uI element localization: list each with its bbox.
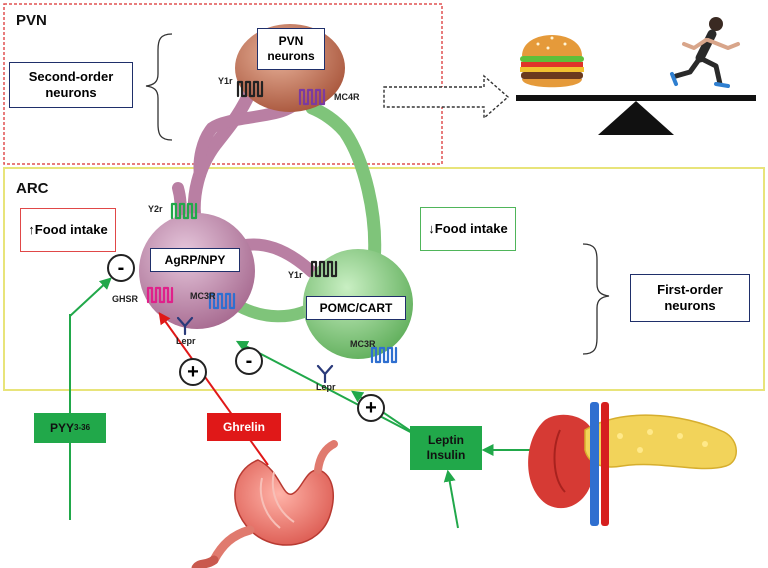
y2r-receptor [170,202,198,220]
first-order-label: First-order neurons [630,274,750,322]
y1r-pomc-receptor [310,260,338,278]
ghsr-label: GHSR [112,294,139,304]
pyy-label: PYY [49,420,74,435]
pyy-subscript: 3-36 [74,423,91,432]
y1r-pvn-receptor [236,80,264,98]
pancreas-icon [528,402,737,526]
lepr-agrp-receptor [176,316,194,336]
pvn-region [3,3,443,165]
plus-sign-pomc: + [357,394,385,422]
ghsr-receptor [146,286,174,304]
output-arrow [383,74,510,120]
second-order-label: Second-order neurons [9,62,133,108]
arc-region-label: ARC [16,180,49,197]
mc3r-pomc-receptor [370,346,398,364]
mc3r-pomc-label: MC3R [350,339,376,349]
pvn-region-label: PVN [16,12,47,29]
pvn-neurons-label: PVN neurons [257,28,325,70]
lepr-agrp-label: Lepr [176,336,196,346]
burger-icon [520,35,584,88]
first-order-bracket [582,243,610,355]
minus-sign-leptin: - [235,347,263,375]
mc4r-label: MC4R [334,92,360,102]
ghrelin-box: Ghrelin [207,413,281,441]
arc-region [3,167,765,391]
lepr-pomc-label: Lepr [316,382,336,392]
y1r-pvn-label: Y1r [218,76,233,86]
y1r-pomc-label: Y1r [288,270,303,280]
runner-icon [670,17,740,88]
y2r-label: Y2r [148,204,163,214]
bottom-input-arrow [443,469,459,529]
stomach-icon [191,440,338,568]
food-intake-down-label: ↓Food intake [420,207,516,251]
leptin-insulin-box: Leptin Insulin [410,426,482,470]
balance-scale-icon [516,95,756,135]
minus-sign-agrp: - [107,254,135,282]
second-order-bracket [145,33,173,141]
agrp-npy-label: AgRP/NPY [150,248,240,272]
mc3r-agrp-receptor [208,292,236,310]
plus-sign-ghrelin: + [179,358,207,386]
pomc-projection-mc4r [305,101,382,269]
pomc-cart-label: POMC/CART [306,296,406,320]
mc3r-agrp-label: MC3R [190,291,216,301]
lepr-pomc-receptor [316,364,334,384]
pyy-arrow [69,277,112,317]
mc4r-receptor [298,88,326,106]
leptin-agrp-arrow [235,340,419,437]
food-intake-up-label: ↑Food intake [20,208,116,252]
